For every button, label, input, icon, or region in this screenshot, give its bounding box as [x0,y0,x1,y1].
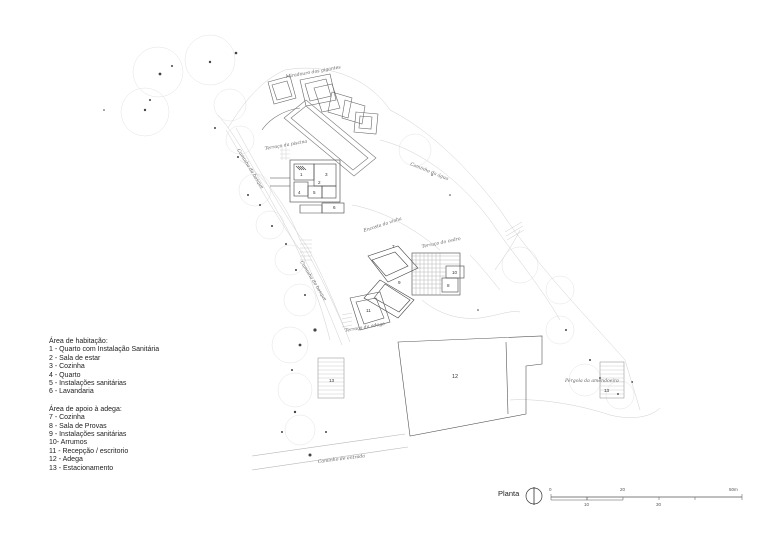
adega-building [397,335,543,437]
parking-13-left-hatch [318,361,344,395]
parking-13-right [599,361,625,399]
legend-item: 13 - Estacionamento [49,464,114,472]
tree-dots [103,51,633,457]
label-terraco-adega: Terraço da adega [344,321,385,334]
legend-item: 11 - Recepção / escritorio [49,447,129,455]
room-6: 6 [333,205,336,210]
support-building [363,245,465,319]
parking-13-right-hatch [600,365,624,395]
pool-terrace [261,99,377,177]
reception-building [349,291,391,331]
legend-habitacao-title: Área de habitação: [49,338,108,345]
room-12: 12 [452,374,458,380]
north-arrow-icon [525,487,543,505]
room-3: 3 [325,172,328,177]
house-building [270,159,345,214]
site-contours [217,67,661,418]
label-caminho-entrada: Caminho de entrada [318,453,366,465]
label-caminho-agua: Caminho da água [409,160,450,182]
room-1: 1 [300,172,303,177]
legend-item: 2 - Sala de estar [49,354,101,362]
room-7: 7 [392,244,395,249]
scale-label-50: 50m [729,487,738,492]
legend-apoio: Área de apoio à adega: 7 - Cozinha 8 - S… [49,406,159,473]
room-9: 9 [398,280,401,285]
label-caminho-bosque-2: Caminho do bosque [298,260,328,302]
legend-item: 4 - Quarto [49,371,81,379]
legend-item: 1 - Quarto com Instalação Sanitária [49,346,160,354]
scale-label-10: 10 [584,502,590,507]
house-deck-hatch [280,146,290,160]
room-10: 10 [452,270,458,275]
entrance-road [251,433,409,471]
room-5: 5 [313,190,316,195]
room-2: 2 [318,180,321,185]
legend-item: 10- Arrumos [49,439,88,447]
room-13-left: 13 [329,378,335,383]
legend-item: 8 - Sala de Provas [49,422,107,430]
legend-apoio-title: Área de apoio à adega: [49,405,122,413]
label-miradouro: Miradouro dos gigantes [284,64,342,80]
label-encosta-vinha: Encosta da vinha [362,216,403,234]
legend-habitacao: Área de habitação: 1 - Quarto com Instal… [49,338,159,397]
room-13-right: 13 [604,388,610,393]
legend-item: 3 - Cozinha [49,363,85,371]
legend-item: 6 - Lavandaria [49,388,94,396]
label-caminho-bosque: Caminho do bosque [235,148,265,190]
tree-canopies [120,34,635,446]
scale-label-30: 30 [656,502,662,507]
legend-item: 5 - Instalações sanitárias [49,380,127,388]
label-terraco-cedro: Terraço do cedro [421,236,461,250]
legend: Área de habitação: 1 - Quarto com Instal… [49,338,159,482]
stair-hatch [300,221,525,328]
drawing-title: Planta [498,489,520,498]
scale-bar [550,494,743,501]
legend-item: 9 - Instalações sanitárias [49,431,127,439]
support-pergola-grid [412,253,460,295]
scale-label-0: 0 [549,487,552,492]
label-pergola-amendoa: Pérgola da amendoeira [564,377,619,384]
legend-item: 7 - Cozinha [49,414,85,422]
room-4: 4 [298,190,301,195]
legend-item: 12 - Adega [49,456,83,464]
room-8: 8 [447,283,450,288]
room-11: 11 [366,308,371,313]
miradouro-pavilions [267,73,379,135]
scale-label-20: 20 [620,487,626,492]
